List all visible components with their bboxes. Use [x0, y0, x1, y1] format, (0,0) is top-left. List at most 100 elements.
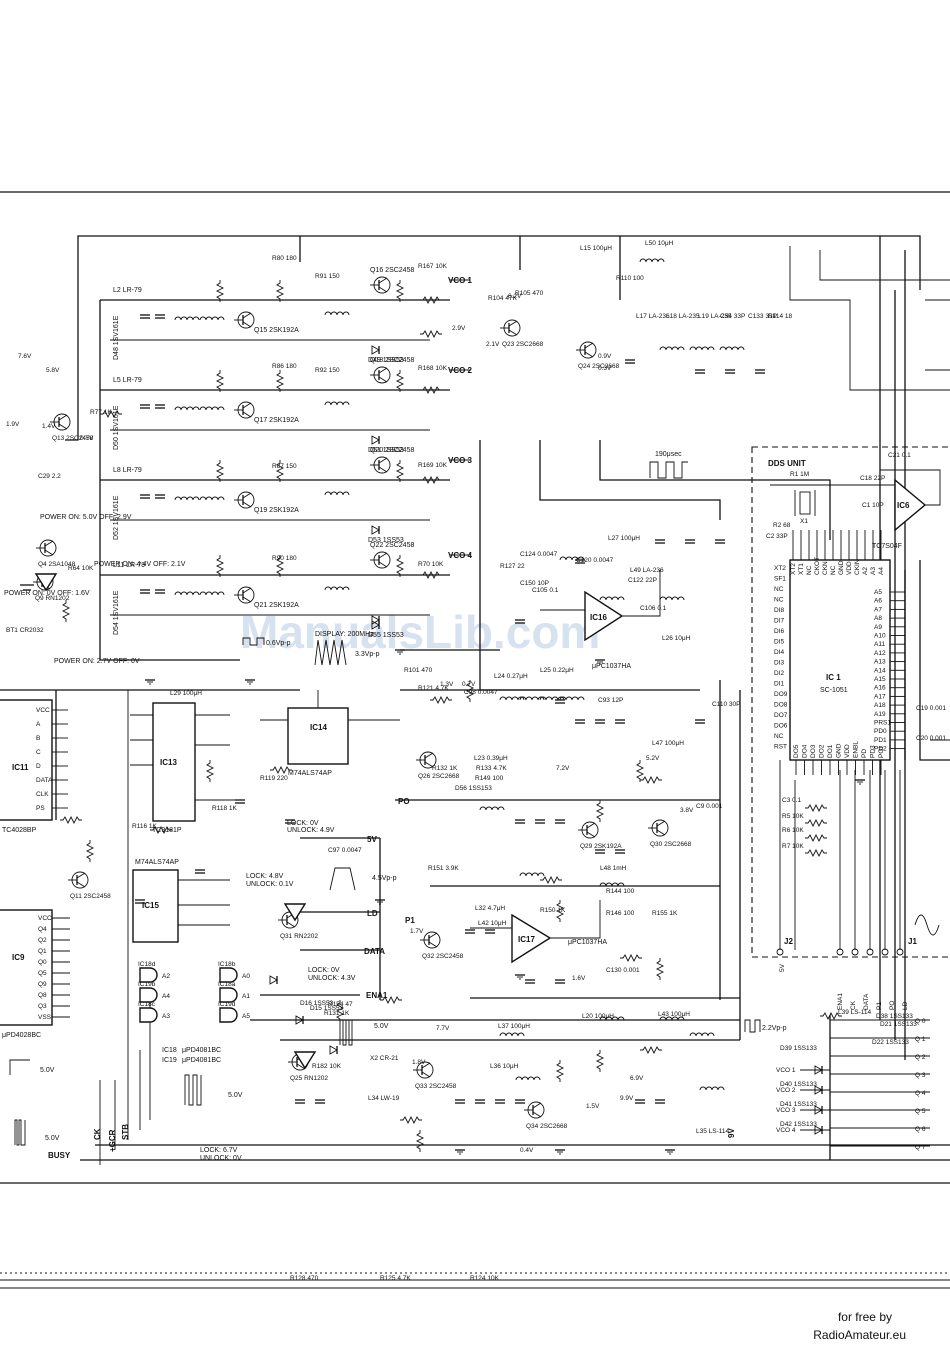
part-label: C150 10P	[520, 580, 549, 587]
ic1-right-pin: A7	[874, 606, 882, 613]
ic1-top-pin: VDD	[846, 561, 853, 575]
transistor-label: Q4 2SA1048	[38, 561, 76, 568]
part-label: D39 1SS133	[780, 1045, 817, 1052]
j1-pin-label: LD	[902, 1001, 909, 1010]
vco-varicap-label: D52 1SV161E	[113, 495, 120, 540]
ic1-left-pin: DI1	[774, 681, 785, 688]
j1-pin-label: P1	[876, 1002, 883, 1010]
voltage-label: 7.7V	[436, 1025, 450, 1032]
resistor-icon	[555, 1060, 565, 1082]
lock3-annotation: LOCK: 0V	[308, 967, 340, 974]
resistor-icon	[61, 600, 71, 622]
coil-icon	[539, 696, 565, 701]
ic1-right-pin: A5	[874, 589, 882, 596]
dds-part-label: R6 10K	[782, 827, 804, 834]
part-label: R77 1K	[90, 409, 112, 416]
capacitor-icon	[625, 359, 635, 364]
vco-amp-label: Q22 2SC2458	[370, 542, 414, 549]
vco-fet-label: Q15 2SK192A	[254, 327, 299, 334]
vco-coil-icon	[174, 316, 200, 321]
capacitor-icon	[485, 929, 495, 934]
dds-part-label: R7 10K	[782, 843, 804, 850]
vco-coil-icon	[199, 496, 225, 501]
q-output-label: Q 7	[915, 1144, 926, 1151]
capacitor-icon	[525, 979, 535, 984]
vco-coil-icon	[199, 591, 225, 596]
ic9-pin-label: Q8	[38, 992, 47, 999]
capacitor-icon	[635, 1099, 645, 1104]
power1-annotation: POWER ON: 5.0V OFF: 2.9V	[40, 514, 132, 521]
ic11-pin-label: CLK	[36, 791, 49, 798]
capacitor-icon	[575, 719, 585, 724]
vco-coil-icon	[324, 311, 350, 316]
vco-coil-icon	[324, 586, 350, 591]
vco-coil-label: L8 LR-79	[113, 467, 142, 474]
j1-pin-label: DATA	[863, 993, 870, 1010]
diode-icon	[329, 1045, 338, 1055]
voltage-label: 0.7V	[80, 435, 94, 442]
transistor-icon	[68, 871, 89, 889]
ic1-top-pin: A4	[878, 567, 885, 575]
ic9-pin-label: Q9	[38, 981, 47, 988]
crystal-icon	[799, 491, 811, 515]
ic14-block: IC14 M74ALS74AP	[260, 690, 400, 777]
part-label: X2 CR-21	[370, 1055, 399, 1062]
unlock1-annotation: UNLOCK: 4.9V	[287, 827, 335, 834]
part-label: R80 180	[272, 255, 297, 262]
coil-icon	[519, 872, 545, 877]
vco-coil-label: L11 LR-79	[113, 562, 145, 569]
buffer-icon	[34, 573, 58, 592]
gate-label: IC18d	[138, 961, 156, 968]
voltage-label: 5.2V	[646, 755, 660, 762]
transistor-icon	[416, 751, 437, 769]
part-label: C106 0.1	[640, 605, 667, 612]
vco-diode-icon	[371, 435, 380, 445]
part-label: L37 100μH	[498, 1023, 530, 1030]
part-label: C122 22P	[628, 577, 657, 584]
dds-part-label: X1	[800, 518, 808, 525]
vco-fet-icon	[234, 491, 255, 509]
signal-p1: P1	[405, 916, 415, 925]
signal-ena1: ENA1	[366, 991, 388, 1000]
credit-line-1: for free by	[837, 1310, 892, 1324]
unlock3-annotation: UNLOCK: 4.3V	[308, 975, 356, 982]
coil-icon	[519, 696, 545, 701]
vco-capacitor-icon	[140, 589, 150, 594]
transistor-label: Q24 2SC2668	[578, 363, 620, 370]
part-label: L35 LS-114	[696, 1128, 730, 1135]
voltage-label: 9.9V	[620, 1095, 634, 1102]
ic9-pin-label: Q5	[38, 970, 47, 977]
diode-icon	[295, 1015, 304, 1025]
ic11-pin-label: B	[36, 735, 40, 742]
ic16-amp: IC16 μPC1037HA	[540, 570, 661, 670]
part-label: R133 4.7K	[476, 765, 507, 772]
selector-diode-icon	[814, 1105, 823, 1115]
ic1-left-pin: NC	[774, 586, 784, 593]
ic1-left-pin: RST	[774, 744, 787, 751]
power4-annotation: POWER ON: 2.7V OFF: 0V	[54, 658, 140, 665]
resistor-icon	[655, 958, 665, 980]
coil-icon	[659, 596, 685, 601]
resistor-icon	[400, 1115, 422, 1125]
vco-coil-icon	[174, 406, 200, 411]
part-label: BT1 CR2032	[6, 627, 44, 634]
part-label: L17 LA-236	[636, 313, 670, 320]
part-label: R70 10K	[418, 561, 444, 568]
ic1-right-pin: A9	[874, 624, 882, 631]
part-label: L18 LA-235	[666, 313, 700, 320]
vco-diode-label: D51 1SS53	[368, 447, 404, 454]
ground-icon	[145, 679, 155, 685]
vco-coil-icon	[174, 591, 200, 596]
part-label: L20 100μH	[582, 1013, 614, 1020]
part-label: R86 180	[272, 363, 297, 370]
ic13-block: IC13 TC9181P	[130, 702, 240, 834]
coil-icon	[659, 1016, 685, 1021]
part-label: C105 0.1	[532, 587, 559, 594]
capacitor-icon	[135, 899, 145, 904]
part-label: R119 220	[260, 775, 288, 782]
voltage-label: 7.2V	[556, 765, 570, 772]
